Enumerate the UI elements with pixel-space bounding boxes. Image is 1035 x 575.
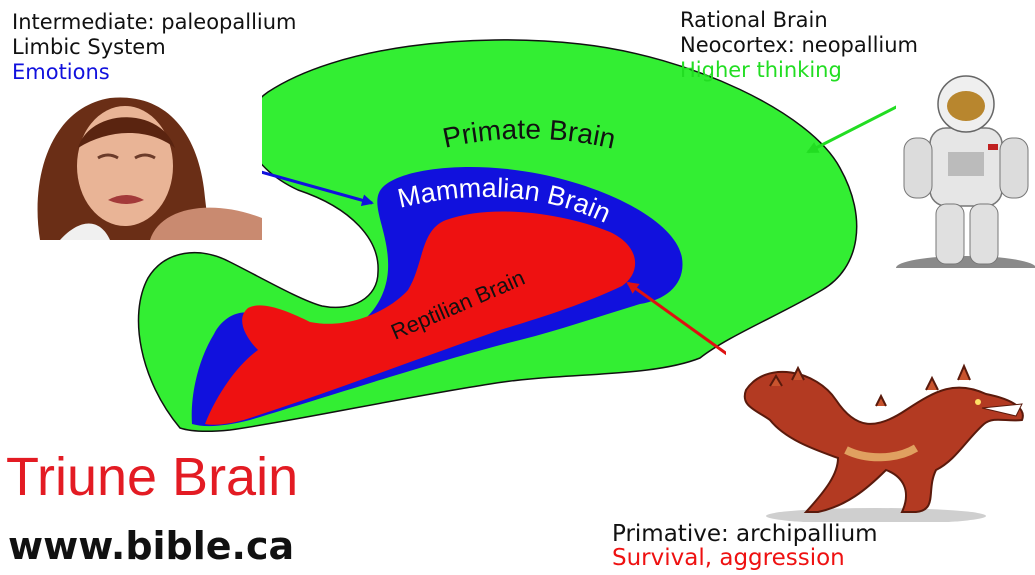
crying-woman-photo: [0, 88, 262, 240]
neocortex-caption-line2: Neocortex: neopallium: [680, 35, 918, 56]
source-url: www.bible.ca: [8, 527, 294, 565]
archipallium-caption-line2: Survival, aggression: [612, 547, 845, 570]
limbic-caption-line3: Emotions: [12, 62, 110, 83]
dragon-figure-photo: [726, 350, 1035, 522]
rational-arrow: [808, 100, 910, 152]
archipallium-caption-line1: Primative: archipallium: [612, 523, 878, 546]
astronaut-photo: [896, 72, 1035, 268]
neocortex-caption-line3: Higher thinking: [680, 60, 842, 81]
limbic-caption-line2: Limbic System: [12, 37, 166, 58]
page-title: Triune Brain: [6, 450, 298, 504]
limbic-caption-line1: Intermediate: paleopallium: [12, 12, 297, 33]
neocortex-caption-line1: Rational Brain: [680, 10, 828, 31]
